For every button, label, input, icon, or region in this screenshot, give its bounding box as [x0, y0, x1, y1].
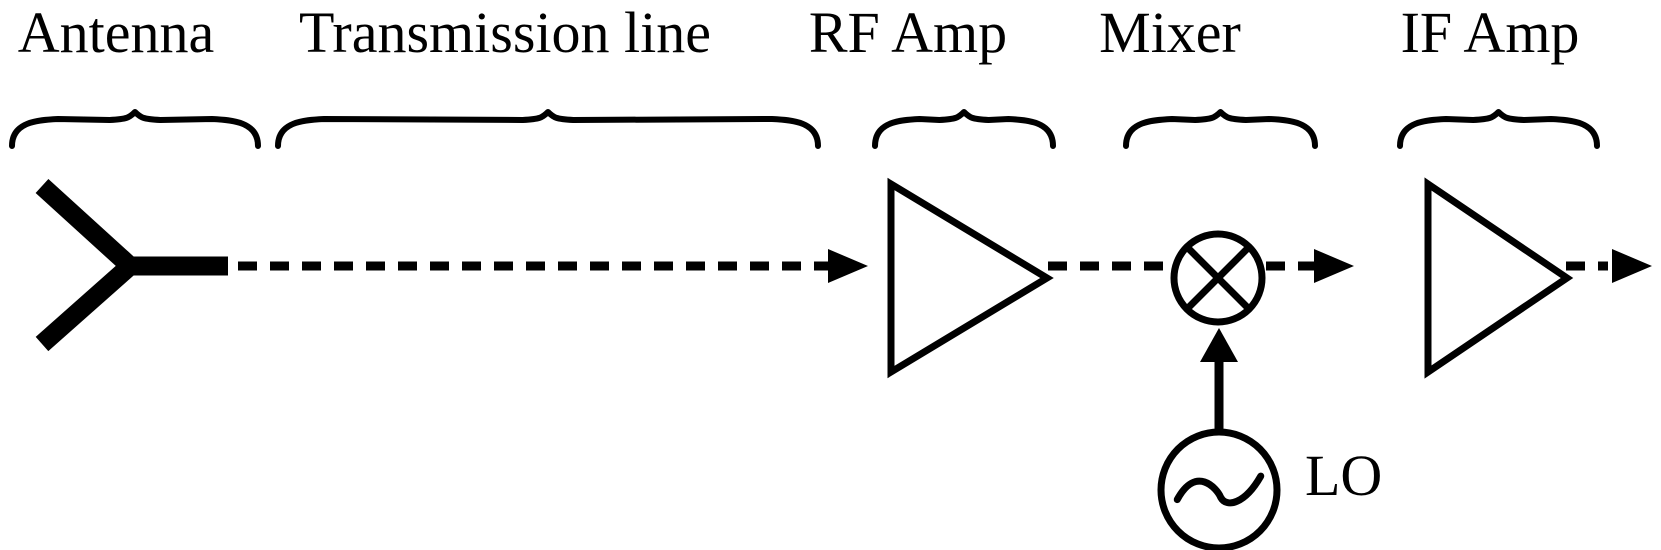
- if-amp-symbol: [1424, 177, 1574, 379]
- mixer-cross-stroke-2: [1184, 244, 1252, 312]
- lo-label: LO: [1305, 443, 1382, 508]
- brace-antenna: [9, 109, 261, 149]
- antenna-symbol: [35, 178, 228, 352]
- stage-label-rf-amp: RF Amp: [809, 0, 1007, 65]
- brace-mixer: [1123, 109, 1318, 149]
- rf-amp-symbol: [887, 177, 1054, 379]
- sine-wave-icon: [1173, 472, 1265, 507]
- stage-label-antenna: Antenna: [18, 0, 215, 65]
- stage-label-transmission-line: Transmission line: [299, 0, 711, 65]
- arrowhead-into-if-amp: [1314, 249, 1354, 283]
- mixer-symbol: [1170, 230, 1266, 326]
- stage-label-if-amp: IF Amp: [1401, 0, 1580, 65]
- stage-label-mixer: Mixer: [1099, 0, 1241, 65]
- if-amp-triangle: [1424, 177, 1574, 379]
- stage-braces: [9, 109, 1600, 149]
- arrowhead-output: [1612, 249, 1652, 283]
- arrowhead-into-rf-amp: [828, 249, 868, 283]
- brace-rf-amp: [872, 109, 1056, 149]
- antenna-lower-arm: [35, 258, 137, 352]
- brace-transmission-line: [275, 109, 821, 149]
- arrowhead-lo-into-mixer: [1200, 328, 1238, 362]
- signal-arrowheads: [828, 249, 1652, 283]
- stage-labels: Antenna Transmission line RF Amp Mixer I…: [18, 0, 1580, 65]
- antenna-upper-arm: [35, 178, 137, 274]
- rf-amp-triangle: [887, 177, 1054, 379]
- brace-if-amp: [1397, 109, 1600, 149]
- local-oscillator-symbol: LO: [1157, 328, 1382, 550]
